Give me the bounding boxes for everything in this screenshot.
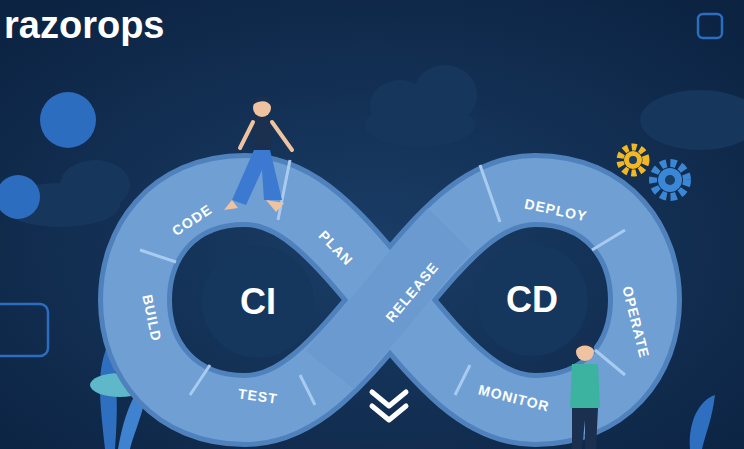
deco-circle — [0, 175, 40, 219]
segment-dividers — [140, 160, 625, 405]
loop-band — [135, 190, 645, 410]
deco-square — [698, 14, 722, 38]
brand-logo: razorops — [4, 4, 164, 47]
deco-square — [0, 304, 48, 356]
woman-figure — [224, 97, 292, 212]
man-figure — [570, 341, 600, 449]
scroll-chevron — [372, 392, 406, 420]
loop-band-edge — [135, 190, 645, 410]
stage-lobe: CI — [202, 246, 314, 358]
lobe-title: CD — [506, 279, 558, 321]
stage-lobe: CD — [476, 244, 588, 356]
deco-circle — [40, 92, 96, 148]
lobe-title: CI — [240, 281, 276, 323]
